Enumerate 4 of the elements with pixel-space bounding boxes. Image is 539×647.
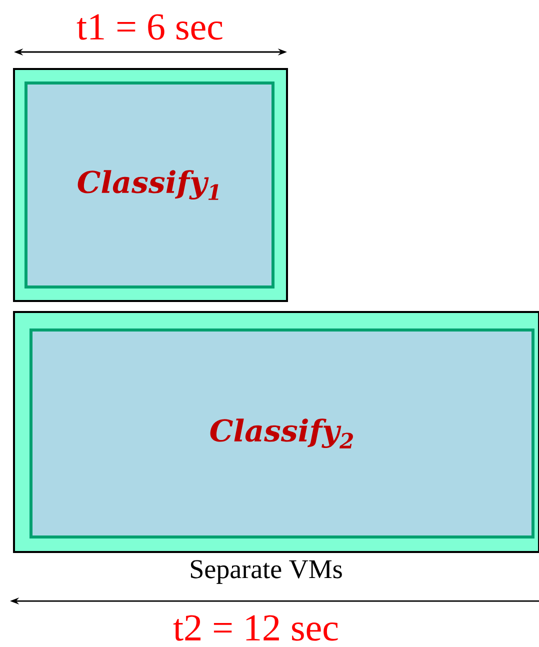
dimension-label: t1 = 6 sec	[76, 14, 222, 40]
dimension-label: t2 = 12 sec	[173, 615, 338, 641]
process-box: Classify$_{2}$	[30, 328, 534, 538]
process-box: Classify$_{1}$	[24, 82, 274, 288]
